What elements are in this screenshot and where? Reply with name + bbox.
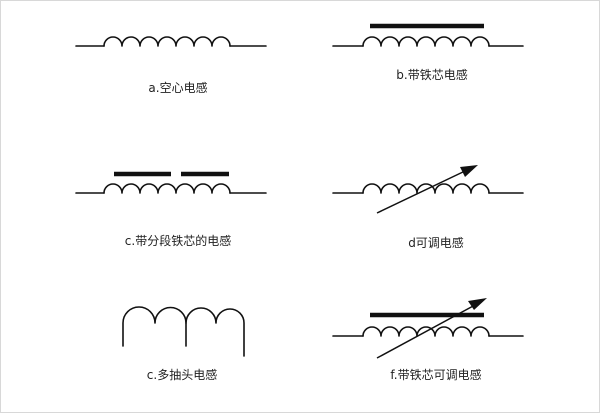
coil-windings <box>362 326 490 337</box>
symbol-iron-core-inductor <box>332 23 524 47</box>
symbol-segmented-core-inductor <box>75 171 267 194</box>
adjust-arrow-shaft <box>376 304 476 359</box>
symbol-adjustable-iron-core-inductor <box>332 298 524 359</box>
coil-windings <box>362 36 490 47</box>
caption-c: c.带分段铁芯的电感 <box>124 234 232 248</box>
adjust-arrow-head <box>468 298 487 310</box>
caption-b: b.带铁芯电感 <box>396 68 468 82</box>
coil-windings <box>103 183 231 194</box>
caption-f: f.带铁芯可调电感 <box>390 368 482 382</box>
caption-e: c.多抽头电感 <box>146 368 218 382</box>
coil-windings <box>103 36 231 47</box>
caption-a: a.空心电感 <box>148 81 208 95</box>
symbol-multi-tap-inductor <box>122 306 245 357</box>
adjust-arrow-head <box>460 165 478 177</box>
adjust-arrow-shaft <box>376 170 466 214</box>
symbol-air-core-inductor <box>75 36 267 47</box>
symbol-adjustable-inductor <box>332 165 524 214</box>
caption-d: d可调电感 <box>408 236 464 250</box>
coil-windings <box>362 183 490 194</box>
coil-with-taps <box>122 306 245 357</box>
